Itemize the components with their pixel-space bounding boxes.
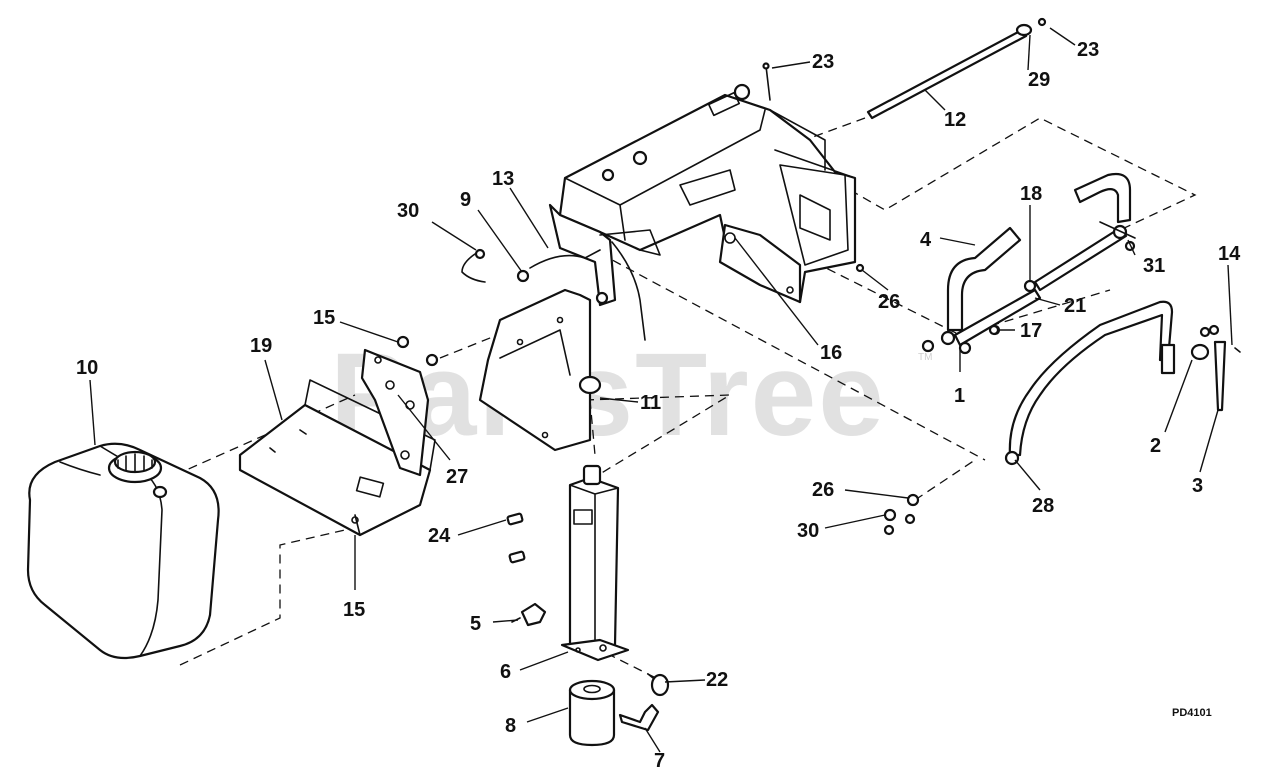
callout-14: 14 bbox=[1218, 243, 1241, 265]
callout-7: 7 bbox=[654, 750, 665, 772]
callout-19: 19 bbox=[250, 335, 272, 357]
nut-9 bbox=[516, 269, 530, 283]
callout-9: 9 bbox=[460, 189, 471, 211]
linkage-arm-28 bbox=[1004, 300, 1176, 466]
callout-10: 10 bbox=[76, 357, 98, 379]
pin-23-top bbox=[762, 62, 771, 101]
mounting-plate bbox=[360, 348, 430, 477]
callout-22: 22 bbox=[706, 669, 728, 691]
callout-23-right: 23 bbox=[1077, 39, 1099, 61]
callout-12: 12 bbox=[944, 109, 966, 131]
callout-23-top: 23 bbox=[812, 51, 834, 73]
callout-26-upper: 26 bbox=[878, 291, 900, 313]
washers-26-30 bbox=[883, 493, 920, 536]
leader-lines bbox=[89, 27, 1233, 753]
callout-11: 11 bbox=[640, 392, 661, 414]
fitting-22 bbox=[647, 673, 670, 697]
callout-15-upper: 15 bbox=[313, 307, 335, 329]
hardware-2-3-14 bbox=[1190, 324, 1241, 412]
knob-11 bbox=[578, 375, 602, 399]
callout-31: 31 bbox=[1143, 255, 1165, 277]
rod-12 bbox=[866, 17, 1047, 120]
motion-control-lever-right bbox=[1033, 172, 1136, 292]
callout-6: 6 bbox=[500, 661, 511, 683]
callout-16: 16 bbox=[820, 342, 842, 364]
callout-2: 2 bbox=[1150, 435, 1161, 457]
wire-30 bbox=[461, 248, 486, 283]
callout-3: 3 bbox=[1192, 475, 1203, 497]
main-console-frame bbox=[478, 83, 857, 452]
callout-30-upper: 30 bbox=[397, 200, 419, 222]
fitting-5 bbox=[511, 602, 547, 627]
filter-8 bbox=[568, 679, 616, 747]
bolt-17 bbox=[988, 324, 1000, 336]
diagram-code: PD4101 bbox=[1172, 707, 1212, 719]
callout-1: 1 bbox=[954, 385, 965, 407]
callout-13: 13 bbox=[492, 168, 514, 190]
callout-labels: 23 23 29 12 13 9 30 18 4 31 14 26 21 17 … bbox=[76, 39, 1241, 772]
callout-26-lower: 26 bbox=[812, 479, 834, 501]
callout-21: 21 bbox=[1064, 295, 1086, 317]
washer-26-upper bbox=[855, 263, 865, 273]
callout-28: 28 bbox=[1032, 495, 1054, 517]
callout-17: 17 bbox=[1020, 320, 1042, 342]
reservoir-6 bbox=[560, 464, 630, 662]
callout-4: 4 bbox=[920, 229, 932, 251]
callout-29: 29 bbox=[1028, 69, 1050, 91]
battery-tray-bracket bbox=[238, 379, 436, 537]
watermark-trademark: TM bbox=[918, 352, 932, 363]
callout-30-lower: 30 bbox=[797, 520, 819, 542]
fuel-tank bbox=[26, 442, 220, 660]
callout-24: 24 bbox=[428, 525, 451, 547]
callout-18: 18 bbox=[1020, 183, 1042, 205]
elbow-7 bbox=[618, 703, 660, 732]
callout-8: 8 bbox=[505, 715, 516, 737]
callout-15-lower: 15 bbox=[343, 599, 365, 621]
callout-27: 27 bbox=[446, 466, 468, 488]
callout-5: 5 bbox=[470, 613, 481, 635]
bolt-24 bbox=[506, 512, 526, 564]
